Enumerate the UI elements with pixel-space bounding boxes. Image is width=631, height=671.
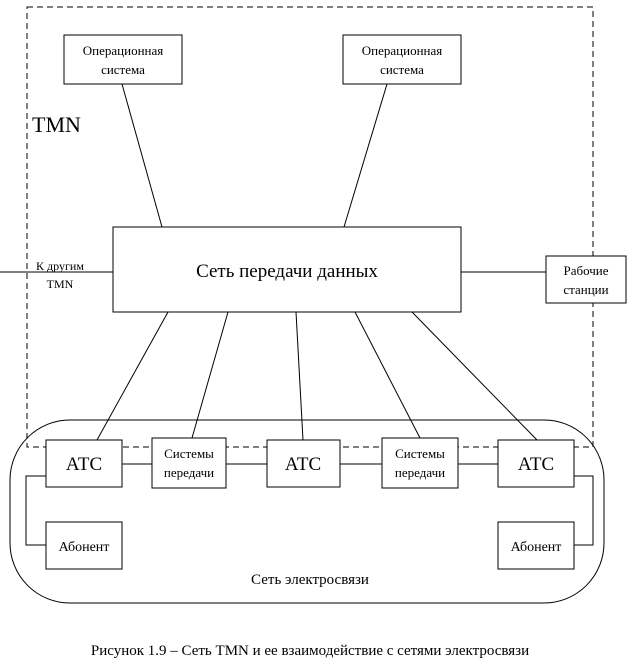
os-left-line2: система <box>101 62 145 77</box>
subscriber-right-box <box>497 521 575 570</box>
figure-caption: Рисунок 1.9 – Сеть TMN и ее взаимодейств… <box>91 643 529 659</box>
link-network-trans-left <box>191 311 229 439</box>
workstations-line2: станции <box>563 282 608 297</box>
atc-middle-label: АТС <box>285 454 321 475</box>
transmission-left-line2: передачи <box>164 465 214 480</box>
other-tmn-line1: К другим <box>36 259 84 273</box>
os-right-line1: Операционная <box>362 43 442 58</box>
data-network-label: Сеть передачи данных <box>196 261 378 282</box>
os-right-box <box>342 34 462 85</box>
transmission-right-box <box>381 437 459 489</box>
workstations-line1: Рабочие <box>563 263 608 278</box>
telecom-network-label: Сеть электросвязи <box>251 572 369 588</box>
transmission-left-box <box>151 437 227 489</box>
tmn-boundary <box>26 6 594 448</box>
subscriber-right-label: Абонент <box>511 540 562 555</box>
data-network-box <box>112 226 462 313</box>
subscriber-left-box <box>45 521 123 570</box>
link-atc-left-subscriber <box>25 475 46 546</box>
transmission-right-line2: передачи <box>395 465 445 480</box>
os-left-line1: Операционная <box>83 43 163 58</box>
workstations-box <box>545 255 627 304</box>
os-left-box <box>63 34 183 85</box>
atc-left-box <box>45 439 123 488</box>
atc-right-box <box>497 439 575 488</box>
link-atc-right-subscriber <box>574 475 594 546</box>
link-network-atc-middle <box>295 311 304 441</box>
link-os-right-to-network <box>343 83 388 228</box>
atc-left-label: АТС <box>66 454 102 475</box>
link-network-atc-left <box>96 311 169 441</box>
link-network-trans-right <box>354 311 421 439</box>
tmn-label: TMN <box>32 112 81 137</box>
transmission-left-line1: Системы <box>164 446 214 461</box>
telecom-network-boundary <box>9 419 605 604</box>
link-network-atc-right <box>411 311 538 441</box>
subscriber-left-label: Абонент <box>59 540 110 555</box>
other-tmn-line2: TMN <box>47 277 74 291</box>
link-os-left-to-network <box>121 83 163 228</box>
atc-middle-box <box>266 439 341 488</box>
os-right-line2: система <box>380 62 424 77</box>
atc-right-label: АТС <box>518 454 554 475</box>
transmission-right-line1: Системы <box>395 446 445 461</box>
